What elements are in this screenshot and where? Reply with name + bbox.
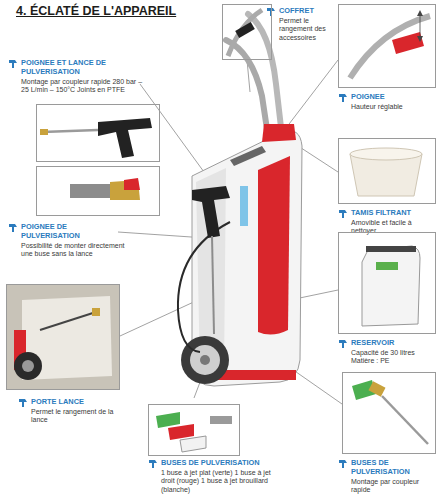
callout-heading: POIGNEE ET LANCE DE PULVERISATION	[21, 59, 143, 77]
callout-text: COFFRETPermet le rangement des accessoir…	[279, 7, 335, 42]
callout-body: Hauteur réglable	[351, 103, 437, 112]
callout-text: RESERVOIRCapacité de 30 litres Matière :…	[351, 339, 437, 366]
callout-text: POIGNEE DE PULVERISATIONPossibilité de m…	[21, 223, 127, 259]
diagram-title: 4. ÉCLATÉ DE L'APPAREIL	[16, 4, 176, 18]
inset-lance	[40, 118, 152, 158]
callout-text: POIGNEE ET LANCE DE PULVERISATIONMontage…	[21, 59, 143, 95]
callout-frame: POIGNEE ET LANCE DE PULVERISATIONMontage…	[36, 104, 160, 162]
callout-heading: RESERVOIR	[351, 339, 437, 348]
callout-text: BUSES DE PULVERISATIONMontage par couple…	[351, 459, 437, 495]
callout-body: Capacité de 30 litres Matière : PE	[351, 349, 437, 366]
callout-frame: BUSES DE PULVERISATION1 buse à jet plat …	[148, 404, 240, 456]
callout-text: POIGNEEHauteur réglable	[351, 93, 437, 111]
callout-heading: BUSES DE PULVERISATION	[161, 459, 273, 468]
inset-nozzle	[70, 178, 140, 200]
inset-nozzle-lance	[352, 380, 428, 444]
callout-frame: TAMIS FILTRANTAmovible et facile à netto…	[338, 138, 436, 204]
callout-body: Montage par coupleur rapide 280 bar – 25…	[21, 78, 143, 95]
callout-body: Montage par coupleur rapide	[351, 478, 437, 495]
callout-frame: POIGNEEHauteur réglable	[338, 4, 436, 88]
callout-heading: BUSES DE PULVERISATION	[351, 459, 437, 477]
inset-handle	[350, 10, 430, 78]
callout-frame: PORTE LANCEPermet le rangement de la lan…	[6, 284, 120, 390]
callout-body: Permet le rangement de la lance	[31, 408, 127, 425]
inset-coffret	[228, 10, 262, 56]
inset-nozzles	[156, 412, 232, 452]
sprayer-body	[178, 14, 302, 386]
callout-frame: COFFRETPermet le rangement des accessoir…	[222, 4, 272, 60]
callout-body: Possibilité de monter directement une bu…	[21, 242, 127, 259]
inset-filter	[350, 148, 422, 196]
leader-lines	[118, 60, 342, 404]
callout-body: Amovible et facile à nettoyer	[351, 219, 437, 236]
callout-heading: PORTE LANCE	[31, 398, 127, 407]
callout-frame: RESERVOIRCapacité de 30 litres Matière :…	[338, 232, 436, 334]
callout-heading: POIGNEE DE PULVERISATION	[21, 223, 127, 241]
callout-heading: POIGNEE	[351, 93, 437, 102]
callout-frame: POIGNEE DE PULVERISATIONPossibilité de m…	[36, 166, 160, 216]
callout-text: PORTE LANCEPermet le rangement de la lan…	[31, 398, 127, 425]
callout-body: Permet le rangement des accessoires	[279, 17, 335, 43]
heading-icons	[9, 8, 347, 468]
callout-heading: COFFRET	[279, 7, 335, 16]
callout-heading: TAMIS FILTRANT	[351, 209, 437, 218]
inset-tank	[362, 246, 420, 326]
callout-frame: BUSES DE PULVERISATIONMontage par couple…	[342, 372, 436, 454]
callout-body: 1 buse à jet plat (verte) 1 buse à jet d…	[161, 469, 273, 495]
inset-photo	[7, 285, 119, 389]
callout-text: BUSES DE PULVERISATION1 buse à jet plat …	[161, 459, 273, 494]
